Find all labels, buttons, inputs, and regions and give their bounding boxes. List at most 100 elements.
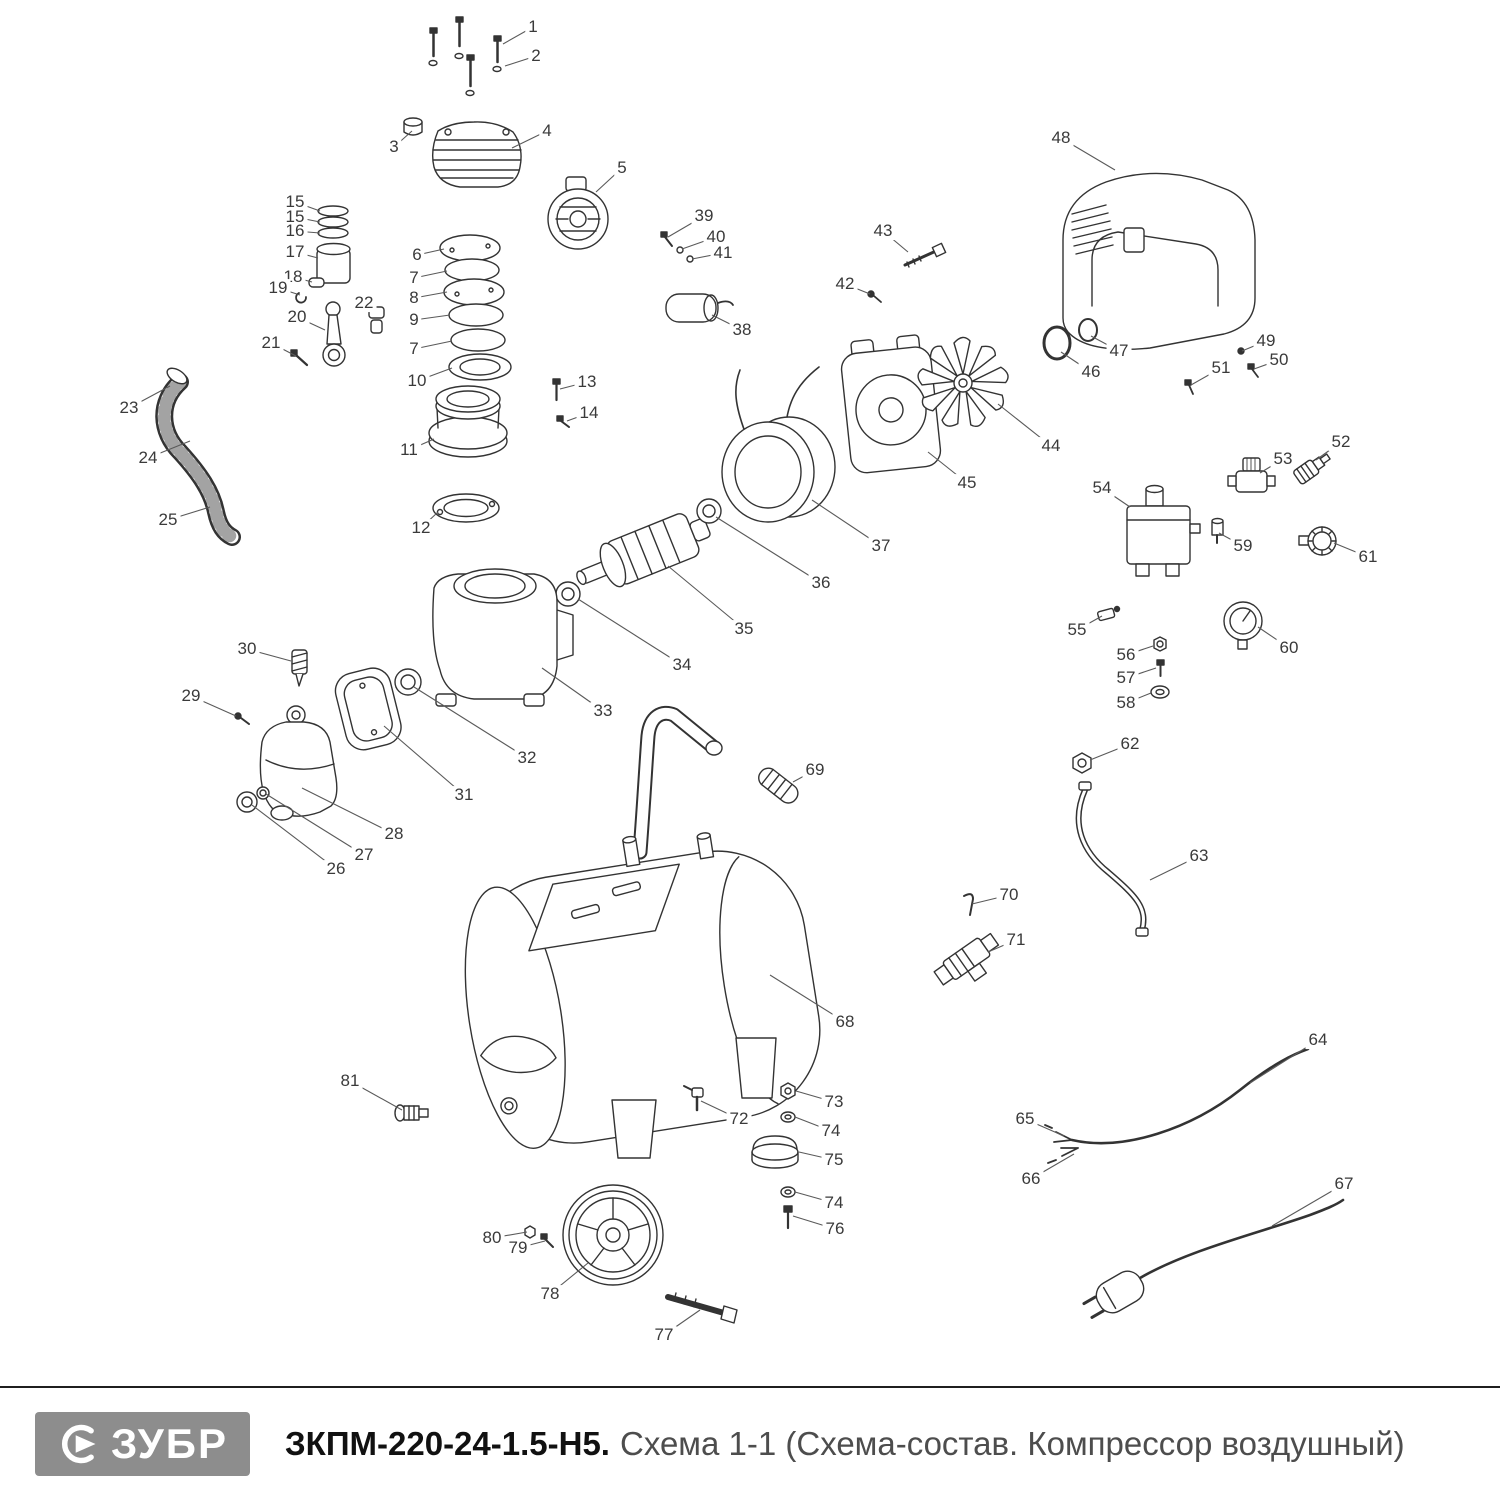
- leader-line-73: [795, 1090, 835, 1103]
- zubr-logo: ЗУБР: [35, 1412, 250, 1476]
- leader-line-29: [190, 695, 237, 717]
- leader-line-41: [691, 252, 724, 260]
- leader-line-69: [792, 769, 816, 783]
- leader-line-9: [413, 314, 451, 321]
- leader-line-68: [769, 974, 846, 1023]
- washer-27-drawing: [256, 786, 270, 800]
- screw-13-drawing: [552, 378, 561, 402]
- safety-valve-drawing: [1211, 517, 1224, 544]
- ring-47-drawing: [1078, 318, 1098, 342]
- leader-line-36: [715, 516, 822, 584]
- motor-wire-drawing: [1044, 1047, 1310, 1164]
- handle-drawing: [632, 705, 723, 860]
- leader-line-66: [1030, 1153, 1075, 1180]
- leader-line-74: [794, 1191, 835, 1204]
- pin-70-drawing: [963, 893, 974, 916]
- leader-line-81: [349, 1080, 403, 1111]
- leader-line-43: [882, 230, 909, 253]
- leader-line-25: [167, 506, 211, 521]
- mounting-screws-drawing: [428, 16, 502, 97]
- leader-line-7: [413, 340, 453, 350]
- fan-drawing: [917, 336, 1009, 428]
- schema-subtitle: Схема 1-1 (Схема-состав. Компрессор возд…: [619, 1425, 1405, 1462]
- leader-line-64: [1249, 1039, 1319, 1084]
- power-plug-drawing: [1082, 1198, 1345, 1319]
- motor-cover-drawing: [1062, 172, 1256, 350]
- cylinder-head-drawing: [431, 121, 522, 188]
- leader-line-12: [420, 511, 439, 529]
- leader-line-80: [491, 1231, 528, 1239]
- leader-line-7: [413, 270, 448, 279]
- parts-drawing-layer: [128, 16, 1369, 1336]
- leader-line-26: [251, 804, 337, 870]
- crankcase-cover-drawing: [259, 705, 338, 821]
- bearing-36-drawing: [696, 498, 722, 524]
- leader-line-16: [294, 230, 321, 234]
- nut-73-drawing: [780, 1082, 796, 1100]
- leader-line-50: [1253, 359, 1280, 370]
- leader-line-59: [1218, 532, 1244, 547]
- model-number: ЗКПМ-220-24-1.5-Н5.: [285, 1425, 610, 1462]
- rod-bolt-drawing: [290, 349, 309, 367]
- side-cover-drawing: [334, 667, 402, 751]
- leader-line-17: [294, 251, 319, 259]
- document-title: ЗКПМ-220-24-1.5-Н5.Схема 1-1 (Схема-сост…: [285, 1425, 1405, 1463]
- leader-line-32: [413, 686, 528, 759]
- leader-line-70: [971, 894, 1010, 905]
- fan-shroud-drawing: [840, 334, 942, 474]
- air-filter-drawing: [547, 176, 609, 250]
- drain-cock-drawing: [683, 1085, 704, 1112]
- tube-drawing: [1075, 781, 1149, 937]
- leader-line-48: [1060, 137, 1116, 171]
- washer-74b-drawing: [780, 1186, 796, 1198]
- pressure-gauge-drawing: [1223, 601, 1263, 650]
- flexible-hose-drawing: [155, 367, 241, 546]
- leader-line-38: [711, 314, 743, 331]
- leader-line-30: [246, 648, 292, 662]
- o-ring-46-drawing: [1042, 325, 1072, 361]
- leader-line-42: [844, 283, 871, 295]
- leader-line-77: [663, 1309, 701, 1336]
- leader-line-33: [541, 667, 604, 712]
- zubr-logo-icon: [61, 1424, 96, 1464]
- valve-plate-stack-drawing: [439, 234, 512, 381]
- screw-50-drawing: [1247, 363, 1259, 378]
- footer-divider: [0, 1386, 1500, 1388]
- leader-line-46: [1060, 351, 1092, 373]
- gasket-ring-32-drawing: [394, 668, 422, 696]
- leader-line-62: [1089, 743, 1131, 761]
- leader-line-13: [559, 381, 588, 390]
- leader-line-74: [794, 1116, 832, 1132]
- leader-line-57: [1125, 667, 1157, 679]
- leader-line-49: [1241, 340, 1267, 352]
- washer-74a-drawing: [780, 1111, 796, 1123]
- leader-line-76: [792, 1215, 836, 1230]
- cylinder-gasket-drawing: [432, 493, 500, 523]
- leader-line-78: [549, 1262, 589, 1295]
- axle-bolt-drawing: [665, 1292, 738, 1324]
- leader-line-54: [1101, 487, 1131, 508]
- fitting-55-drawing: [1096, 605, 1121, 622]
- plug-drawing: [403, 117, 423, 136]
- bearing-34-drawing: [555, 581, 581, 607]
- screw-14-drawing: [556, 415, 570, 428]
- connecting-rod-drawing: [322, 301, 346, 367]
- leader-line-45: [927, 451, 968, 484]
- leader-line-40: [681, 236, 717, 250]
- wheel-drawing: [562, 1184, 664, 1286]
- oil-plug-drawing: [291, 649, 308, 687]
- piston-rings-drawing: [317, 205, 349, 239]
- leader-line-53: [1259, 458, 1284, 474]
- leader-line-44: [997, 403, 1052, 447]
- pressure-switch-drawing: [1126, 484, 1201, 577]
- leader-line-28: [301, 787, 395, 835]
- leader-line-8: [413, 291, 448, 299]
- leader-line-60: [1257, 626, 1290, 649]
- leader-line-34: [577, 598, 683, 666]
- leader-line-15: [294, 216, 321, 223]
- leader-line-37: [811, 499, 882, 547]
- seal-26-drawing: [236, 791, 258, 813]
- screw-79-drawing: [540, 1233, 554, 1248]
